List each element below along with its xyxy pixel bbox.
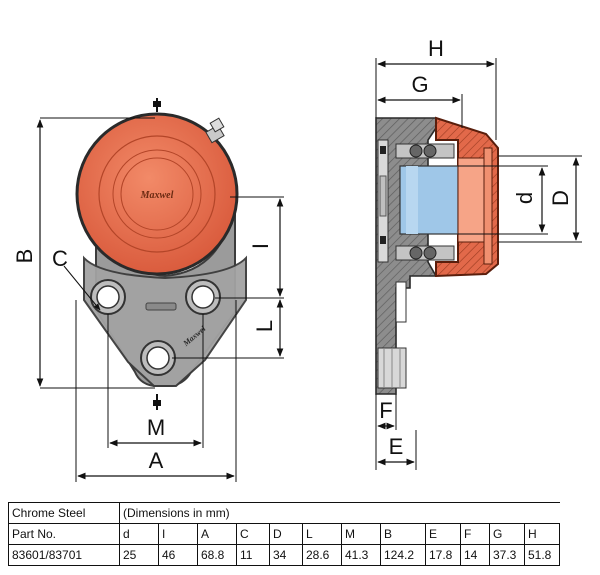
cell-b: 124.2 [380, 544, 426, 566]
column-header-part-no: Part No. [8, 523, 120, 545]
table-header-row: Chrome Steel (Dimensions in mm) [8, 502, 560, 524]
column-header-l: L [302, 523, 342, 545]
column-header-m: M [341, 523, 381, 545]
front-view: Maxwel Maxwel [12, 98, 284, 482]
column-header-b: B [380, 523, 426, 545]
cell-d: 25 [119, 544, 159, 566]
cell-i: 46 [158, 544, 198, 566]
dimension-label-C: C [52, 246, 68, 271]
column-header-a: A [197, 523, 237, 545]
dimension-label-G: G [411, 72, 428, 97]
dimension-label-D: D [548, 190, 573, 206]
table-columns-row: Part No. d I A C D L M B E F G H [8, 523, 560, 545]
bolt-hole-left [90, 279, 126, 315]
column-header-D: D [269, 523, 303, 545]
dimension-label-I: I [248, 243, 273, 249]
dimension-label-A: A [149, 448, 164, 473]
cell-e: 17.8 [425, 544, 461, 566]
table-units-cell: (Dimensions in mm) [119, 502, 560, 524]
dimension-label-E: E [389, 434, 404, 459]
column-header-f: F [460, 523, 490, 545]
dimension-label-B: B [12, 249, 37, 264]
column-header-g: G [489, 523, 525, 545]
cell-m: 41.3 [341, 544, 381, 566]
dimension-label-H: H [428, 36, 444, 61]
section-view: H G d D F E [375, 36, 582, 470]
dimension-table: Chrome Steel (Dimensions in mm) Part No.… [8, 502, 560, 566]
cell-l: 28.6 [302, 544, 342, 566]
bolt-hole-right [185, 279, 221, 315]
bolt-hole-bottom [140, 340, 176, 376]
column-header-c: C [236, 523, 270, 545]
column-header-i: I [158, 523, 198, 545]
dimension-label-d: d [512, 192, 537, 204]
column-header-d: d [119, 523, 159, 545]
dimension-label-M: M [147, 415, 165, 440]
cell-h: 51.8 [524, 544, 560, 566]
cell-c: 11 [236, 544, 270, 566]
column-header-e: E [425, 523, 461, 545]
dimension-label-L: L [252, 320, 277, 332]
grease-nipple [205, 117, 225, 144]
cell-f: 14 [460, 544, 490, 566]
column-header-h: H [524, 523, 560, 545]
cell-part-no: 83601/83701 [8, 544, 120, 566]
cell-a: 68.8 [197, 544, 237, 566]
bearing-cover [75, 112, 239, 276]
table-row: 83601/83701 25 46 68.8 11 34 28.6 41.3 1… [8, 544, 560, 566]
cell-D: 34 [269, 544, 303, 566]
brand-mark: Maxwel [140, 190, 174, 201]
table-title-cell: Chrome Steel [8, 502, 120, 524]
bearing-unit-drawing: Maxwel Maxwel [12, 36, 582, 482]
dimension-label-F: F [379, 398, 392, 423]
cell-g: 37.3 [489, 544, 525, 566]
